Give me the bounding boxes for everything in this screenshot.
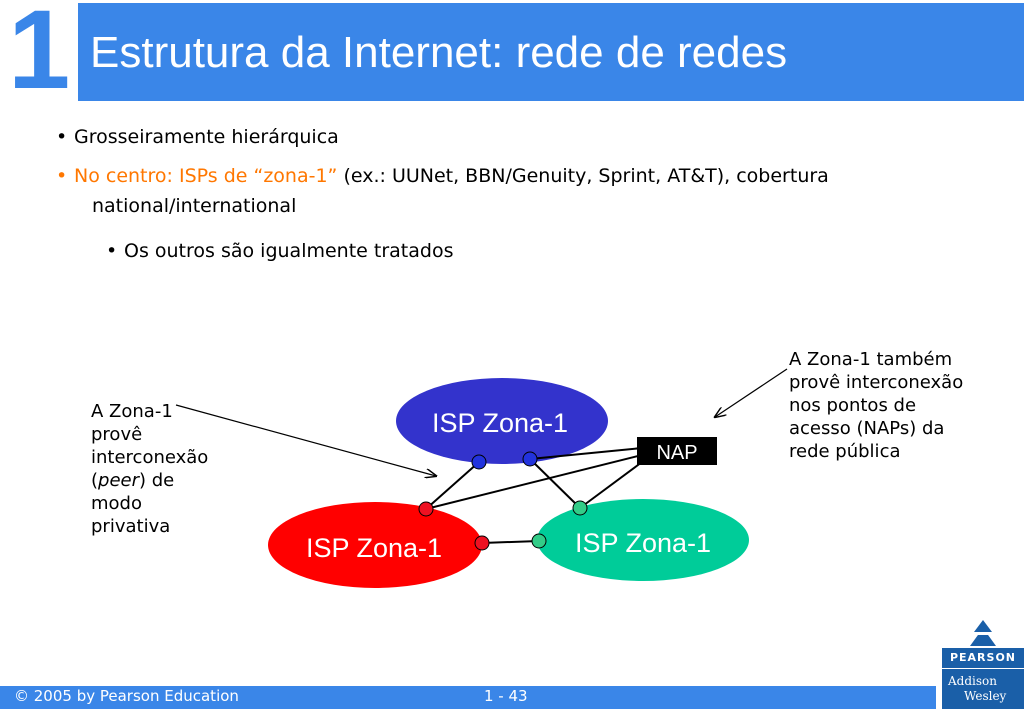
nap-label: NAP — [656, 442, 697, 464]
annotation-right: A Zona-1 também provê interconexão nos p… — [789, 348, 963, 463]
link-top-right — [529, 458, 581, 509]
annotation-line: rede pública — [789, 441, 901, 462]
link-top-nap — [529, 447, 643, 460]
logo-imprint: Addison Wesley — [942, 669, 1024, 709]
annotation-line: A Zona-1 — [91, 401, 173, 422]
annotation-line: acesso (NAPs) da — [789, 418, 945, 439]
nap-box — [637, 437, 717, 465]
isp-left-label: ISP Zona-1 — [306, 533, 442, 563]
title-bar — [78, 3, 1024, 101]
footer-page-number: 1 - 43 — [484, 687, 528, 705]
links — [425, 447, 643, 544]
bullet-item: • No centro: ISPs de “zona-1” (ex.: UUNet… — [56, 165, 829, 187]
bullet-text: (ex.: UUNet, BBN/Genuity, Sprint, AT&T),… — [337, 165, 829, 187]
slide-title: Estrutura da Internet: rede de redes — [90, 28, 788, 77]
isp-top-ellipse — [396, 378, 608, 464]
bullet-highlight-text: No centro: ISPs de “zona-1” — [74, 165, 338, 187]
annotation-line: privativa — [91, 516, 171, 537]
chapter-number: 1 — [8, 0, 71, 112]
isp-left-ellipse — [268, 502, 482, 588]
router-icon — [522, 451, 538, 467]
annotation-line: (peer) de — [91, 470, 175, 491]
bullet-item: • Grosseiramente hierárquica — [56, 126, 339, 148]
logo-line: Addison — [948, 674, 997, 688]
annotation-line: A Zona-1 também — [789, 349, 953, 370]
router-icon — [531, 533, 547, 549]
isp-top-label: ISP Zona-1 — [432, 408, 568, 438]
logo-line: Wesley — [964, 689, 1007, 703]
router-icon — [418, 501, 434, 517]
link-right-nap — [579, 461, 643, 509]
footer-bar — [0, 686, 936, 709]
logo-brand: PEARSON — [942, 648, 1024, 668]
annotation-arrow-right — [715, 368, 788, 417]
link-top-left — [425, 461, 480, 510]
bullet-text: Os outros são igualmente tratados — [124, 240, 454, 262]
router-icon — [474, 535, 490, 551]
bullet-dot: • — [106, 240, 118, 262]
annotation-line: modo — [91, 493, 142, 514]
bullet-dot: • — [56, 126, 68, 148]
annotation-line: provê — [91, 424, 143, 445]
isp-right-label: ISP Zona-1 — [575, 528, 711, 558]
footer-copyright: © 2005 by Pearson Education — [14, 687, 239, 705]
router-icon — [471, 454, 487, 470]
sub-bullet-item: • Os outros são igualmente tratados — [106, 240, 453, 262]
annotation-arrow-left — [175, 404, 436, 476]
annotation-line: interconexão — [91, 447, 209, 468]
link-left-right — [481, 540, 540, 544]
pearson-icon — [942, 618, 1024, 648]
annotation-line: provê interconexão — [789, 372, 964, 393]
annotation-left: A Zona-1 provê interconexão (peer) de mo… — [91, 400, 208, 538]
router-icon — [572, 500, 588, 516]
publisher-logo: PEARSON Addison Wesley — [942, 618, 1024, 709]
bullet-dot: • — [56, 165, 68, 187]
isp-right-ellipse — [537, 499, 749, 581]
bullet-text: Grosseiramente hierárquica — [74, 126, 339, 148]
annotation-line: nos pontos de — [789, 395, 917, 416]
link-left-nap — [425, 454, 643, 510]
bullet-continuation: national/international — [92, 195, 297, 217]
